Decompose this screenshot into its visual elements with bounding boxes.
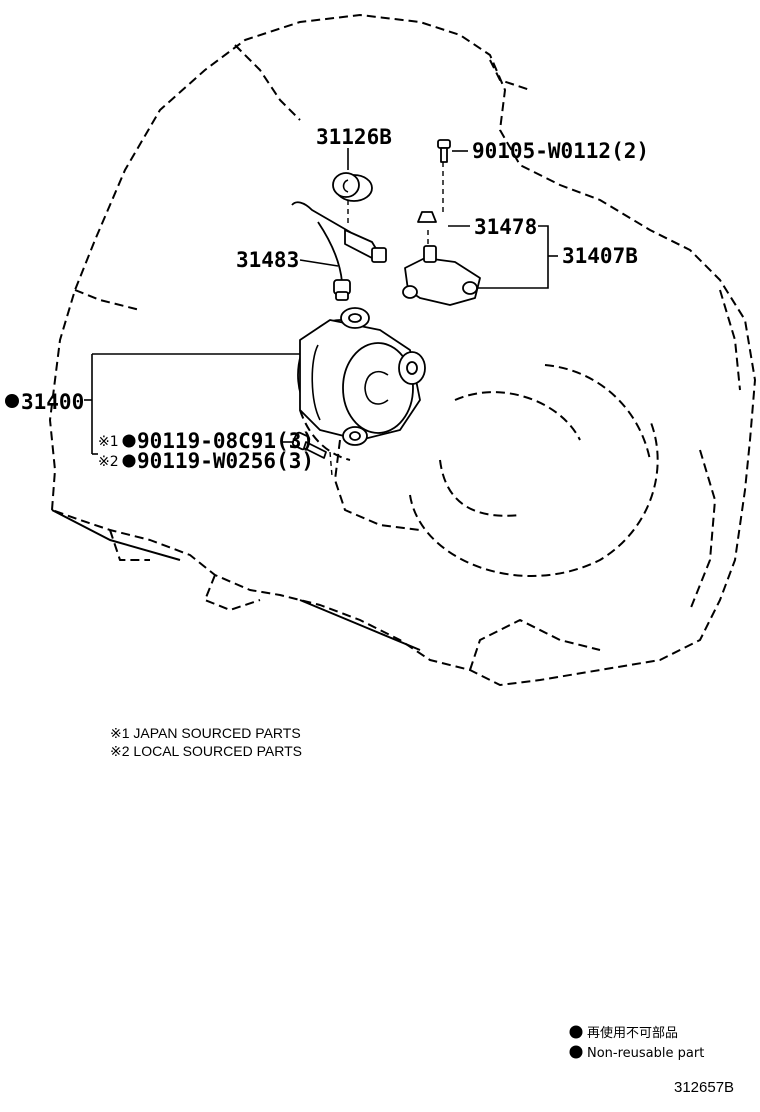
legend-non-reusable-jp: 再使用不可部品 — [587, 1025, 678, 1041]
ref-mark-2: ※2 — [98, 454, 119, 470]
note-japan-sourced: ※1 JAPAN SOURCED PARTS — [110, 725, 301, 741]
label-31407b: 31407B — [562, 244, 638, 268]
label-90119-08c91: 90119-08C91(3) — [137, 429, 314, 453]
illustration-code: 312657B — [674, 1079, 734, 1096]
filled-circle-icon — [569, 1045, 583, 1059]
bleeder-union — [402, 139, 481, 306]
legend-non-reusable-en: Non-reusable part — [587, 1046, 704, 1061]
label-90105: 90105-W0112(2) — [472, 139, 649, 163]
filled-circle-icon — [5, 394, 19, 408]
filled-circle-icon — [122, 454, 136, 468]
grommet-part — [332, 172, 373, 202]
leader-lines — [84, 148, 558, 477]
release-cylinder — [297, 307, 426, 446]
label-31400: 31400 — [21, 390, 84, 414]
label-31478: 31478 — [474, 215, 537, 239]
ref-mark-1: ※1 — [98, 434, 119, 450]
filled-circle-icon — [569, 1025, 583, 1039]
mounting-bolt — [291, 431, 327, 459]
label-90119-w0256: 90119-W0256(3) — [137, 449, 314, 473]
note-local-sourced: ※2 LOCAL SOURCED PARTS — [110, 743, 302, 759]
label-31483: 31483 — [236, 248, 299, 272]
label-31126b: 31126B — [316, 125, 392, 149]
filled-circle-icon — [122, 434, 136, 448]
transmission-housing — [49, 14, 756, 686]
clutch-tube — [291, 201, 387, 301]
